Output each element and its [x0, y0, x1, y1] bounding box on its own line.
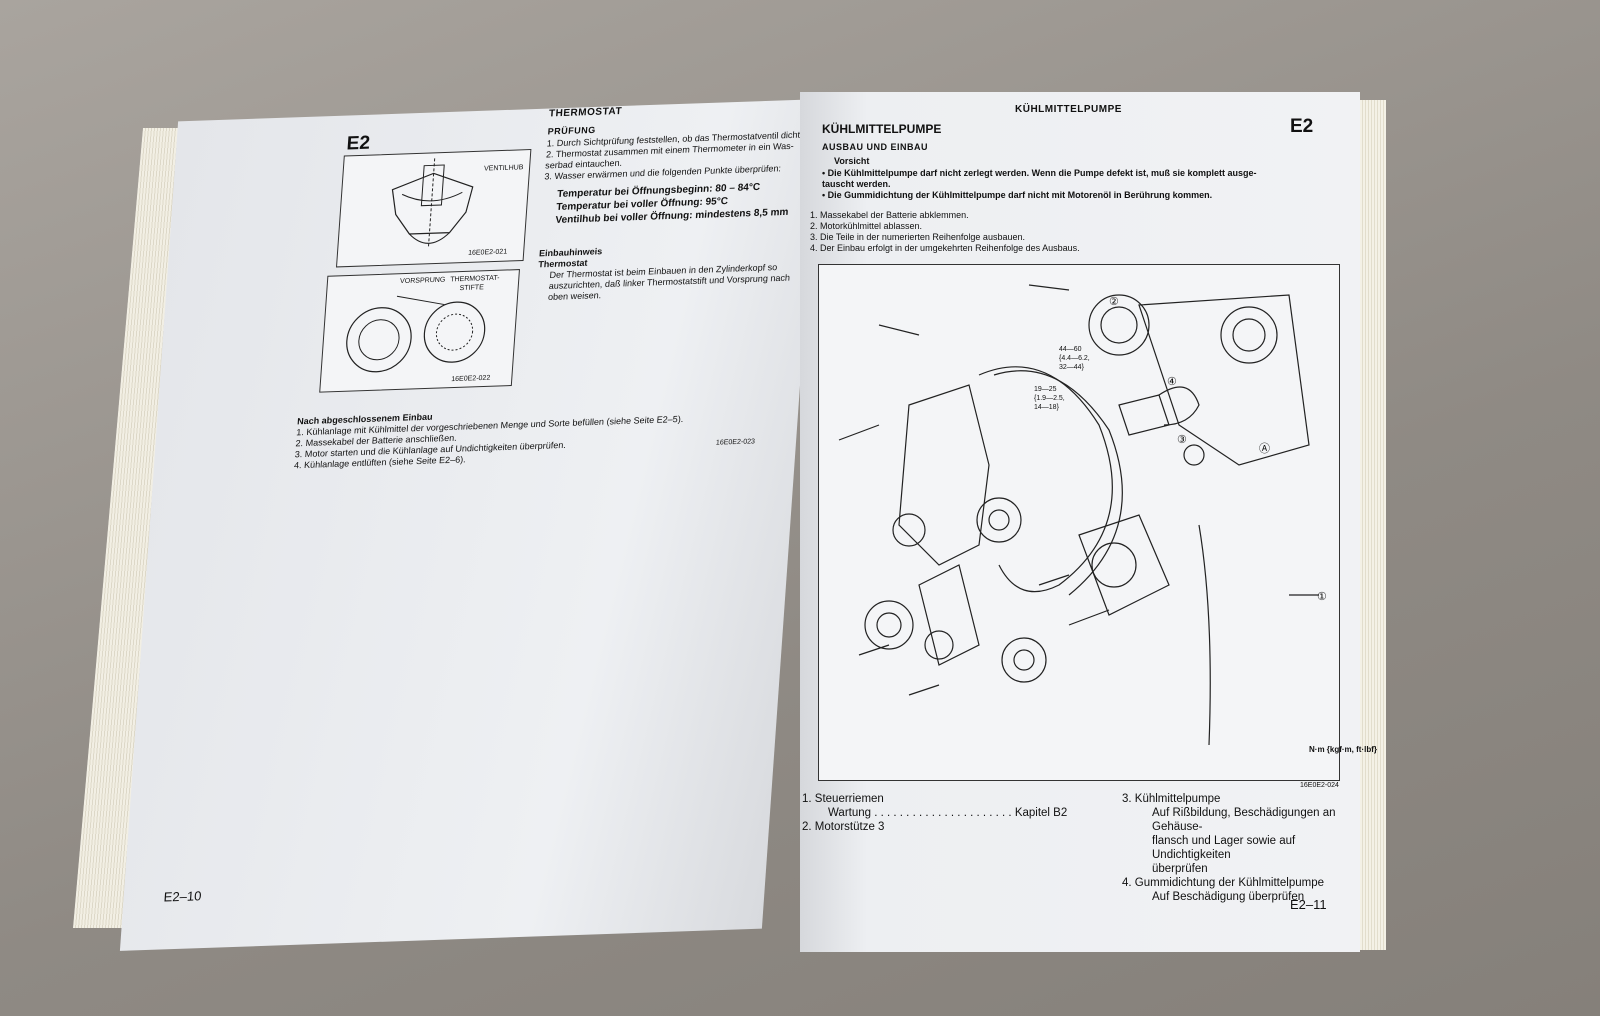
pruefung-heading: PRÜFUNG [547, 124, 597, 137]
right-page-number: E2–11 [1290, 897, 1327, 912]
removal-step: 1. Massekabel der Batterie abklemmen. [810, 210, 969, 220]
legend-item: 2. Motorstütze 3 [802, 821, 885, 833]
figure2-code: 16E0E2-022 [450, 374, 491, 384]
torque-line: 14—18} [1034, 404, 1059, 411]
pruefung-steps: 1. Durch Sichtprüfung feststellen, ob da… [544, 129, 814, 182]
removal-step: 4. Der Einbau erfolgt in der umgekehrten… [810, 243, 1080, 253]
torque-spec-2: 19—25 {1.9—2.5, 14—18} [1034, 385, 1065, 412]
torque-line: 32—44} [1059, 364, 1084, 371]
legend-item: Wartung . . . . . . . . . . . . . . . . … [828, 807, 1068, 819]
left-page: E2 THERMOSTAT PRÜFUNG 1. Durch Sichtprüf… [119, 99, 821, 951]
marker-3: ③ [1177, 434, 1187, 446]
after-installation-block: Nach abgeschlossenem Einbau 1. Kühlanlag… [294, 403, 685, 471]
torque-line: {4.4—6.2, [1059, 355, 1090, 362]
marker-4: ④ [1167, 376, 1177, 388]
torque-line: {1.9—2.5, [1034, 395, 1065, 402]
right-section-title: KÜHLMITTELPUMPE [822, 122, 942, 136]
caution-line: • Die Kühlmittelpumpe darf nicht zerlegt… [822, 168, 1257, 178]
legend-item: 1. Steuerriemen [802, 793, 884, 805]
thermostat-orientation-illustration [346, 295, 486, 373]
figure1-code: 16E0E2-021 [467, 248, 508, 257]
torque-line: 44—60 [1059, 346, 1082, 353]
left-page-number: E2–10 [163, 888, 202, 905]
figure1-label: VENTILHUB [483, 164, 524, 173]
exploded-diagram: 44—60 {4.4—6.2, 32—44} 19—25 {1.9—2.5, 1… [818, 264, 1377, 781]
left-section-title: THERMOSTAT [548, 105, 623, 120]
pruefung-specs: Temperatur bei Öffnungsbeginn: 80 – 84°C… [555, 180, 791, 227]
caution-list: • Die Kühlmittelpumpe darf nicht zerlegt… [822, 168, 1257, 201]
legend-right: 3. Kühlmittelpumpe Auf Rißbildung, Besch… [1122, 792, 1360, 904]
right-page: KÜHLMITTELPUMPE E2 KÜHLMITTELPUMPE AUSBA… [800, 92, 1377, 952]
after-code: 16E0E2-023 [715, 438, 756, 447]
right-subtitle: AUSBAU UND EINBAU [822, 142, 929, 152]
vorsicht-heading: Vorsicht [834, 156, 870, 166]
legend-item: 4. Gummidichtung der Kühlmittelpumpe [1122, 877, 1324, 889]
caution-line: tauscht werden. [822, 179, 891, 189]
legend-item: Auf Beschädigung überprüfen [1152, 891, 1305, 903]
running-head: KÜHLMITTELPUMPE [1015, 104, 1122, 115]
removal-step: 3. Die Teile in der numerierten Reihenfo… [810, 232, 1025, 242]
timing-belt-pump-illustration [838, 284, 1319, 746]
torque-spec-1: 44—60 {4.4—6.2, 32—44} [1059, 345, 1090, 372]
marker-1: ① [1317, 591, 1327, 603]
diagram-code: 16E0E2-024 [1300, 782, 1339, 789]
left-section-tag: E2 [345, 132, 371, 155]
thermostat-illustration [391, 158, 474, 249]
torque-unit: N·m {kgf·m, ft·lbf} [1309, 745, 1377, 754]
removal-steps: 1. Massekabel der Batterie abklemmen. 2.… [810, 210, 1080, 254]
right-section-tag: E2 [1290, 116, 1314, 137]
legend-item: flansch und Lager sowie auf Undichtigkei… [1152, 835, 1296, 861]
einbau-block: Einbauhinweis Thermostat Der Thermostat … [536, 240, 793, 304]
marker-a: Ⓐ [1259, 443, 1270, 455]
legend-item: 3. Kühlmittelpumpe [1122, 793, 1221, 805]
marker-2: ② [1109, 296, 1119, 308]
thermostat-orientation-figure: VORSPRUNG THERMOSTAT- STIFTE 16E0E2-022 [319, 269, 520, 393]
thermostat-figure: VENTILHUB 16E0E2-021 [335, 149, 532, 268]
legend-left: 1. Steuerriemen Wartung . . . . . . . . … [802, 792, 1067, 834]
legend-item: überprüfen [1152, 863, 1208, 875]
legend-item: Auf Rißbildung, Beschädigungen an Gehäus… [1152, 807, 1336, 833]
figure2-label-stifte: STIFTE [459, 284, 485, 293]
torque-line: 19—25 [1034, 386, 1057, 393]
removal-step: 2. Motorkühlmittel ablassen. [810, 221, 923, 231]
caution-line: • Die Gummidichtung der Kühlmittelpumpe … [822, 190, 1213, 200]
